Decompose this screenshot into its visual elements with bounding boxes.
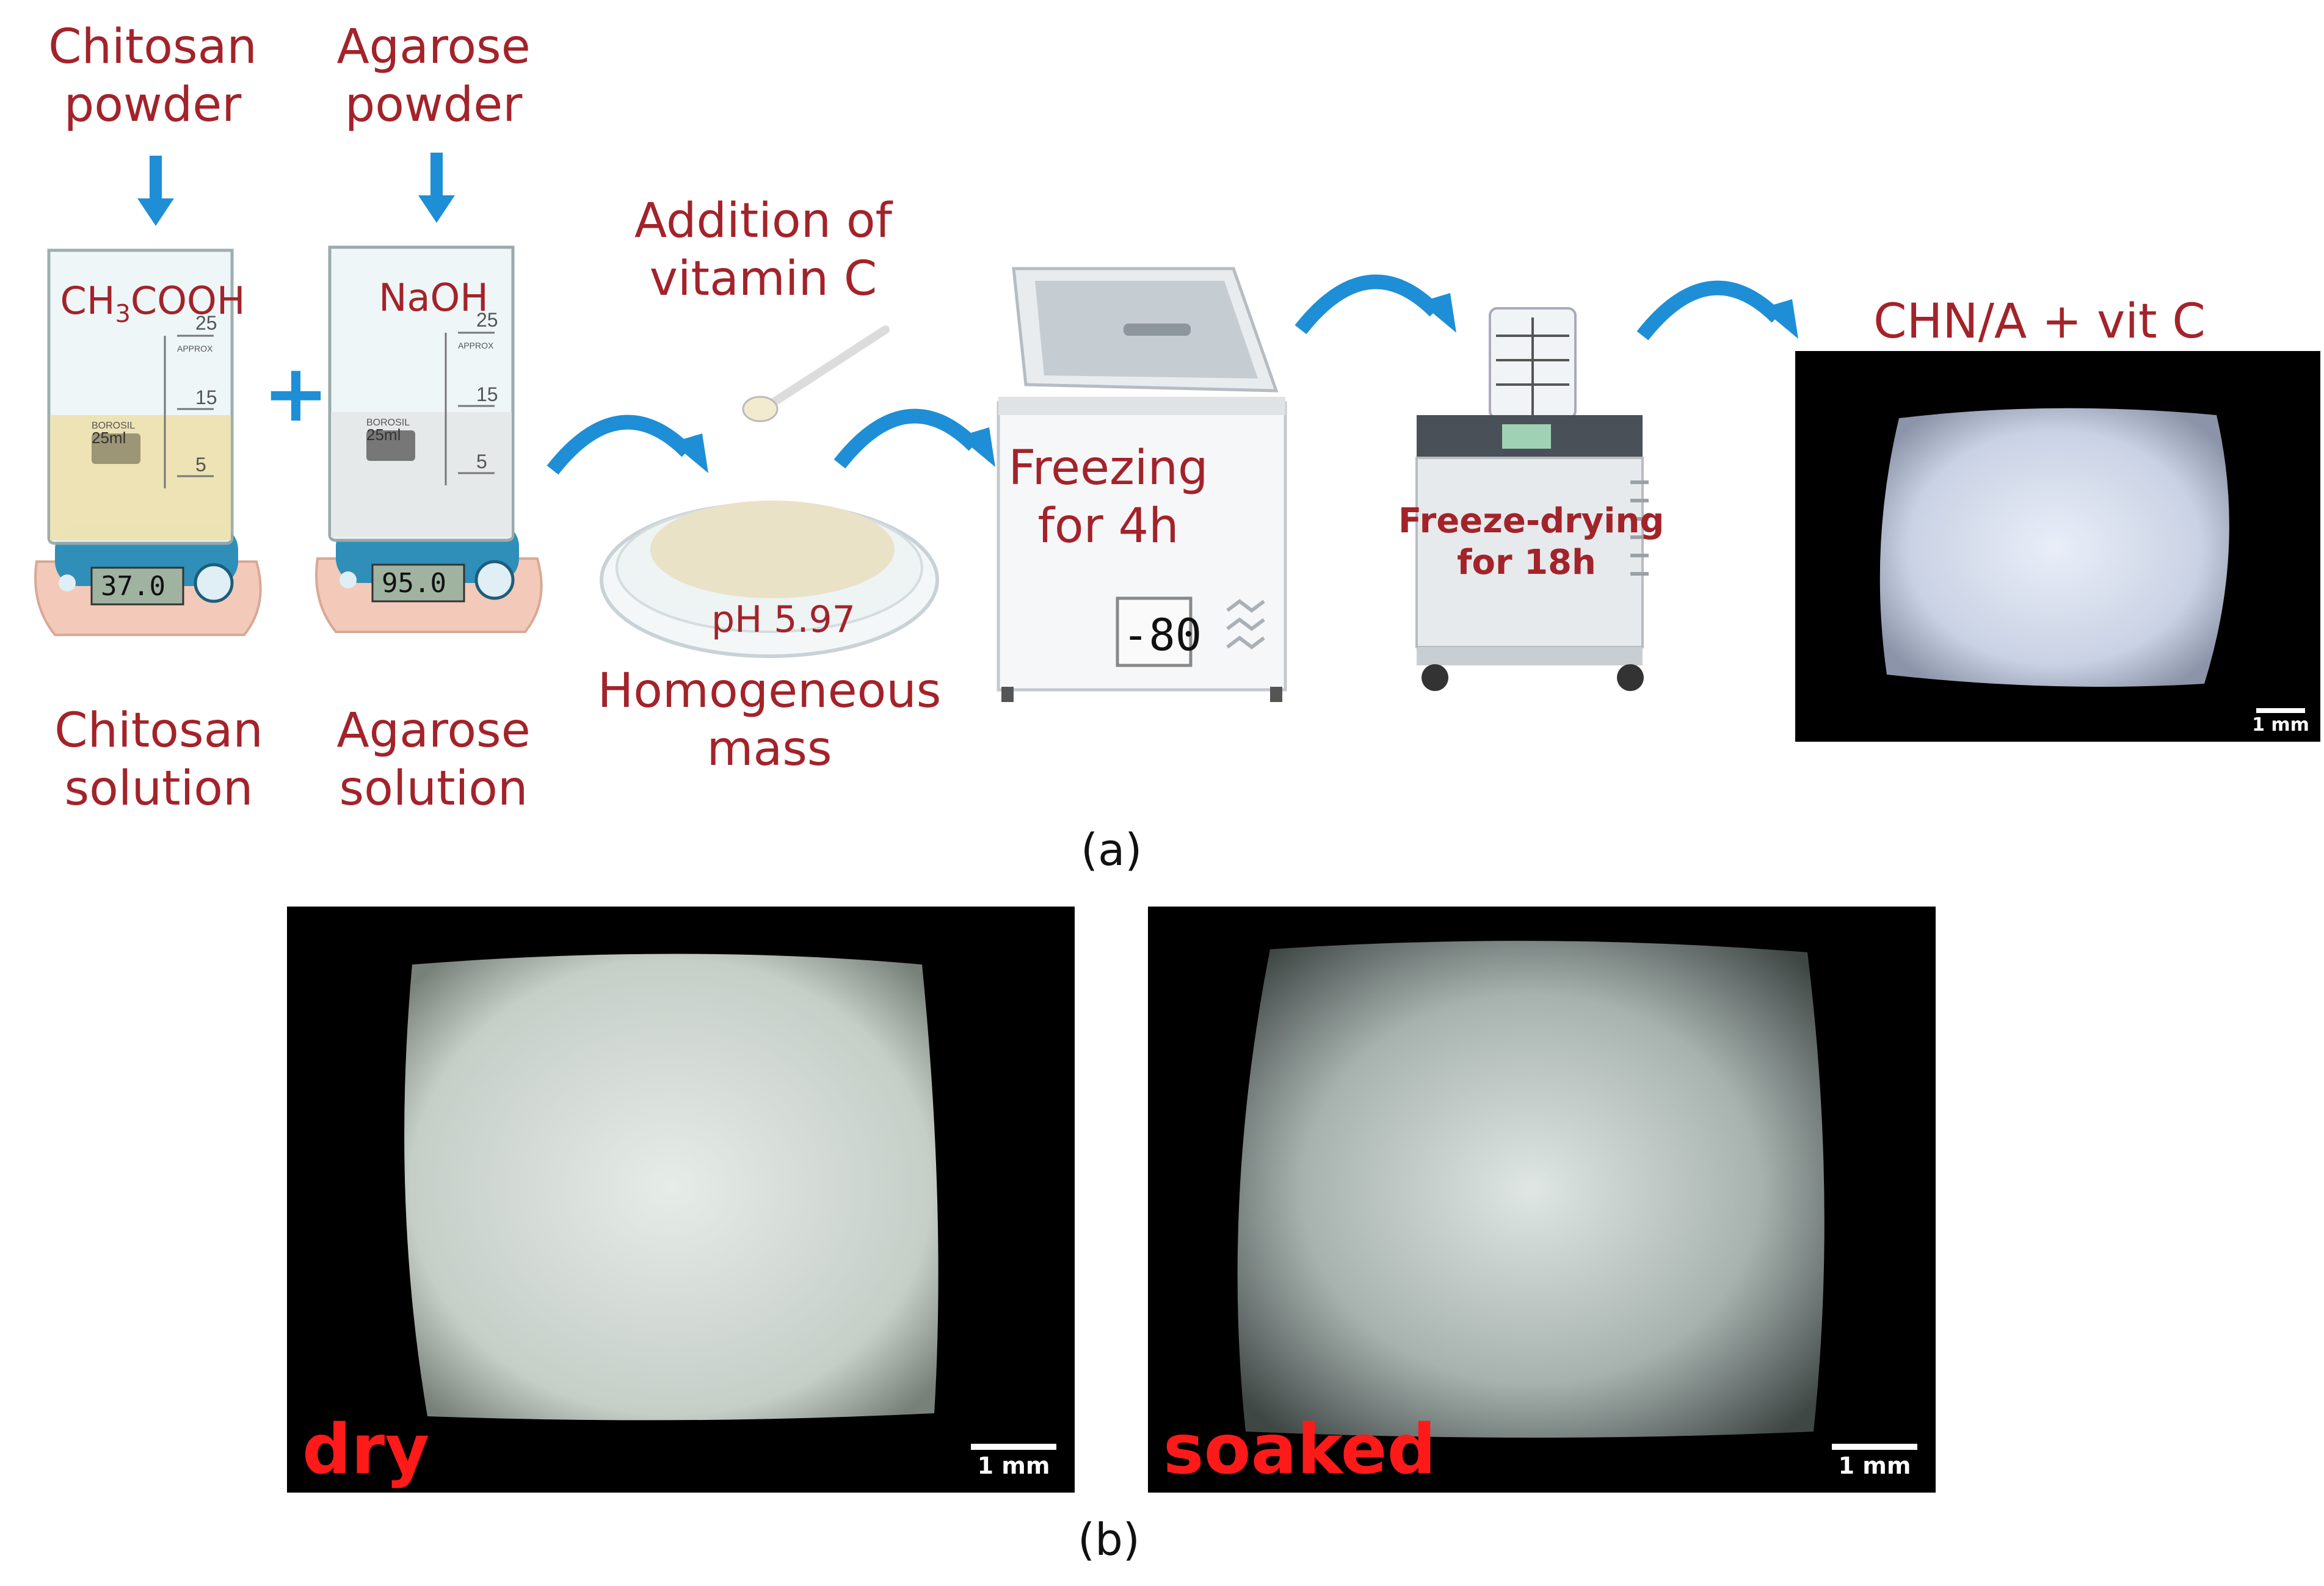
homogeneous-mass-label: Homogeneous mass: [597, 664, 942, 777]
freezing-label: Freezing for 4h: [1008, 441, 1208, 554]
beaker-tick: 15: [195, 386, 217, 408]
panel-b-label: (b): [1078, 1514, 1140, 1565]
freezer-icon: -80: [997, 267, 1287, 702]
scaffold-sample: [1879, 408, 2229, 687]
beaker-volume-label: 25ml: [92, 429, 126, 447]
dish-ph-label: pH 5.97: [711, 598, 855, 641]
stirrer-display: 37.0: [101, 571, 165, 602]
panel-a-label: (a): [1081, 824, 1142, 875]
soaked-label: soaked: [1163, 1410, 1436, 1490]
chitosan-powder-label: Chitosan powder: [48, 20, 257, 133]
agarose-solution-label: Agarose solution: [336, 703, 531, 817]
beaker-tick: 5: [195, 454, 206, 476]
soaked-sample-photo: soaked 1 mm: [1148, 907, 1936, 1493]
stirrer-display: 95.0: [382, 568, 446, 599]
spatula-icon: [742, 325, 890, 422]
scale-bar: 1 mm: [965, 1444, 1062, 1479]
product-photo: 1 mm: [1795, 351, 2320, 742]
freezer-display: -80: [1122, 609, 1202, 661]
down-arrow-icon: [137, 156, 174, 226]
beaker1-solvent-label: CH3COOH: [60, 278, 245, 328]
scale-bar: 1 mm: [2250, 708, 2311, 736]
curved-arrow-icon: [547, 415, 708, 475]
soaked-scaffold: [1237, 941, 1825, 1438]
beaker-tick: 25: [476, 309, 498, 331]
freeze-drying-label: Freeze-drying for 18h: [1398, 501, 1665, 583]
beaker-brand-label: BOROSIL: [92, 421, 135, 431]
agarose-beaker-stirrer: 25 APPROX 15 BOROSIL 25ml 5 95.0: [315, 245, 543, 633]
dry-sample-photo: dry 1 mm: [287, 907, 1075, 1493]
beaker-tick: 25: [195, 312, 217, 334]
beaker-approx-label: APPROX: [177, 344, 213, 353]
beaker2-solvent-label: NaOH: [379, 275, 488, 320]
addition-vitamin-c-label: Addition of vitamin C: [634, 194, 893, 307]
freeze-dryer-icon: [1415, 307, 1649, 691]
down-arrow-icon: [418, 153, 455, 223]
agarose-powder-label: Agarose powder: [336, 20, 531, 133]
product-title: CHN/A + vit C: [1873, 294, 2206, 349]
chitosan-beaker-stirrer: 25 APPROX 15 BOROSIL 25ml 5 37.0: [34, 248, 262, 636]
dry-label: dry: [302, 1410, 430, 1490]
scale-bar: 1 mm: [1826, 1444, 1923, 1479]
curved-arrow-icon: [833, 408, 995, 469]
curved-arrow-icon: [1295, 274, 1456, 335]
beaker-tick: 5: [476, 451, 487, 473]
beaker-brand-label: BOROSIL: [366, 418, 410, 428]
beaker-approx-label: APPROX: [458, 341, 494, 350]
curved-arrow-icon: [1636, 280, 1798, 341]
petri-dish: pH 5.97: [600, 501, 939, 658]
chitosan-solution-label: Chitosan solution: [54, 703, 263, 817]
beaker-volume-label: 25ml: [366, 425, 401, 444]
dry-scaffold: [404, 954, 939, 1421]
beaker-tick: 15: [476, 383, 498, 405]
